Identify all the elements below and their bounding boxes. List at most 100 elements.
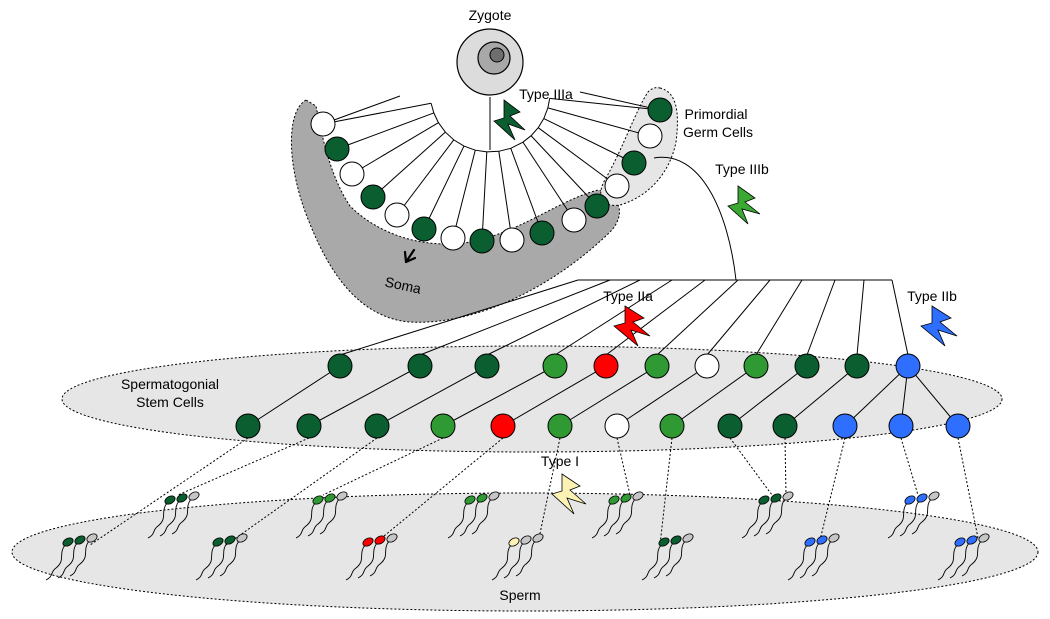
sperm-head: [236, 533, 248, 543]
ssc-bottom-cell: [364, 413, 390, 439]
sperm-head: [176, 493, 188, 503]
sperm-head: [362, 537, 374, 547]
sperm-tail: [591, 502, 612, 539]
sperm-tail: [319, 498, 340, 535]
sperm-label: Sperm: [499, 587, 540, 603]
embryo-branch-line: [522, 141, 575, 221]
zygote-label: Zygote: [469, 7, 512, 23]
ssc-branch-line: [605, 279, 706, 356]
ssc-bottom-cell: [547, 413, 573, 439]
sperm-group: [345, 533, 398, 581]
sperm-head: [488, 491, 500, 501]
ssc-branch-line: [656, 279, 739, 356]
sperm-head: [608, 495, 620, 505]
lineage-dotted-line: [900, 437, 919, 496]
sperm-tail: [57, 542, 78, 579]
lineage-dotted-line: [819, 437, 846, 541]
sperm-tail: [799, 542, 820, 579]
embryo-branch-line: [452, 150, 476, 239]
lineage-dotted-line: [616, 437, 631, 496]
sperm-tail: [515, 540, 536, 577]
ssc-bottom-cell: [604, 413, 630, 439]
type-IIIb-label: Type IIIb: [715, 161, 769, 177]
sperm-tail: [911, 498, 932, 535]
ssc-bottom-cell: [888, 413, 914, 439]
sperm-head: [212, 537, 224, 547]
ssc-branch-lines: [247, 279, 959, 427]
sperm-tail: [491, 544, 512, 581]
ssc-branch-line: [247, 365, 341, 427]
sperm-tail: [653, 542, 674, 579]
sperm-tail: [811, 540, 832, 577]
sperm-tail: [787, 544, 808, 581]
type-IIIa-label: Type IIIa: [519, 86, 573, 102]
type-IIa-bolt-icon: [613, 305, 651, 347]
ssc-top-cell: [895, 353, 921, 379]
ssc-bottom-cell: [945, 413, 971, 439]
soma-arrow-icon: [403, 248, 417, 264]
ssc-branch-line: [308, 365, 421, 427]
embryo-branch-line: [322, 102, 432, 125]
sperm-head: [904, 495, 916, 505]
type-I-bolt-icon: [551, 473, 587, 515]
ssc-branch-line: [806, 279, 836, 356]
ssc-branch-line: [502, 365, 607, 427]
sperm-group: [887, 491, 940, 539]
ssc-bottom-cell: [717, 413, 743, 439]
sperm-group: [491, 533, 544, 581]
embryo-cell: [499, 227, 525, 253]
embryo-cell: [529, 220, 555, 246]
embryo-cell: [469, 228, 495, 254]
sperm-tail: [741, 502, 762, 539]
sperm-head: [324, 493, 336, 503]
lineage-dotted-line: [377, 437, 504, 542]
ssc-bottom-cell: [430, 413, 456, 439]
ssc-top-cell: [694, 353, 720, 379]
sperm-head: [828, 533, 840, 543]
embryo-cell: [561, 207, 587, 233]
sperm-head: [804, 537, 816, 547]
sperm-tail: [615, 498, 636, 535]
sperm-head: [336, 491, 348, 501]
ssc-cells: [235, 353, 971, 439]
ssc-branch-line: [856, 279, 865, 356]
sperm-group: [195, 533, 248, 581]
type-IIIb-bolt-icon: [727, 185, 761, 225]
sperm-head: [928, 491, 940, 501]
sperm-head: [374, 535, 386, 545]
pgc-label-line1: Primordial: [684, 106, 747, 122]
embryo-branch-line: [498, 151, 513, 241]
sperm-head: [954, 537, 966, 547]
embryo-cell: [440, 225, 466, 251]
lineage-dotted-line: [659, 437, 673, 546]
embryo-branch-line: [537, 127, 618, 187]
sperm-head: [770, 493, 782, 503]
ssc-bottom-cell: [490, 413, 516, 439]
sperm-head: [164, 495, 176, 505]
ssc-branch-line: [671, 365, 757, 427]
sperm-tail: [459, 500, 480, 537]
pgc-label-line2: Germ Cells: [683, 124, 753, 140]
ssc-to-sperm-lines: [89, 437, 979, 546]
embryo-branch-line: [396, 139, 455, 216]
sperm-tail: [369, 540, 390, 577]
ssc-top-cell: [593, 353, 619, 379]
sperm-tail: [45, 544, 66, 581]
ssc-top-cell: [474, 353, 500, 379]
sperm-tail: [937, 544, 958, 581]
sperm-groups: [45, 491, 990, 581]
soma-region: [291, 99, 620, 323]
ssc-top-cell: [327, 353, 353, 379]
ssc-branch-line: [755, 279, 803, 356]
sperm-tail: [447, 502, 468, 539]
sperm-head: [758, 495, 770, 505]
sperm-tail: [147, 502, 168, 539]
sperm-head: [782, 491, 794, 501]
lineage-dotted-line: [957, 437, 979, 539]
embryo-branch-lines: [322, 91, 661, 242]
ssc-branch-line: [442, 365, 556, 427]
sperm-head: [86, 533, 98, 543]
ssc-branch-line: [486, 279, 641, 356]
ssc-branch-line: [339, 279, 579, 356]
sperm-head: [978, 533, 990, 543]
